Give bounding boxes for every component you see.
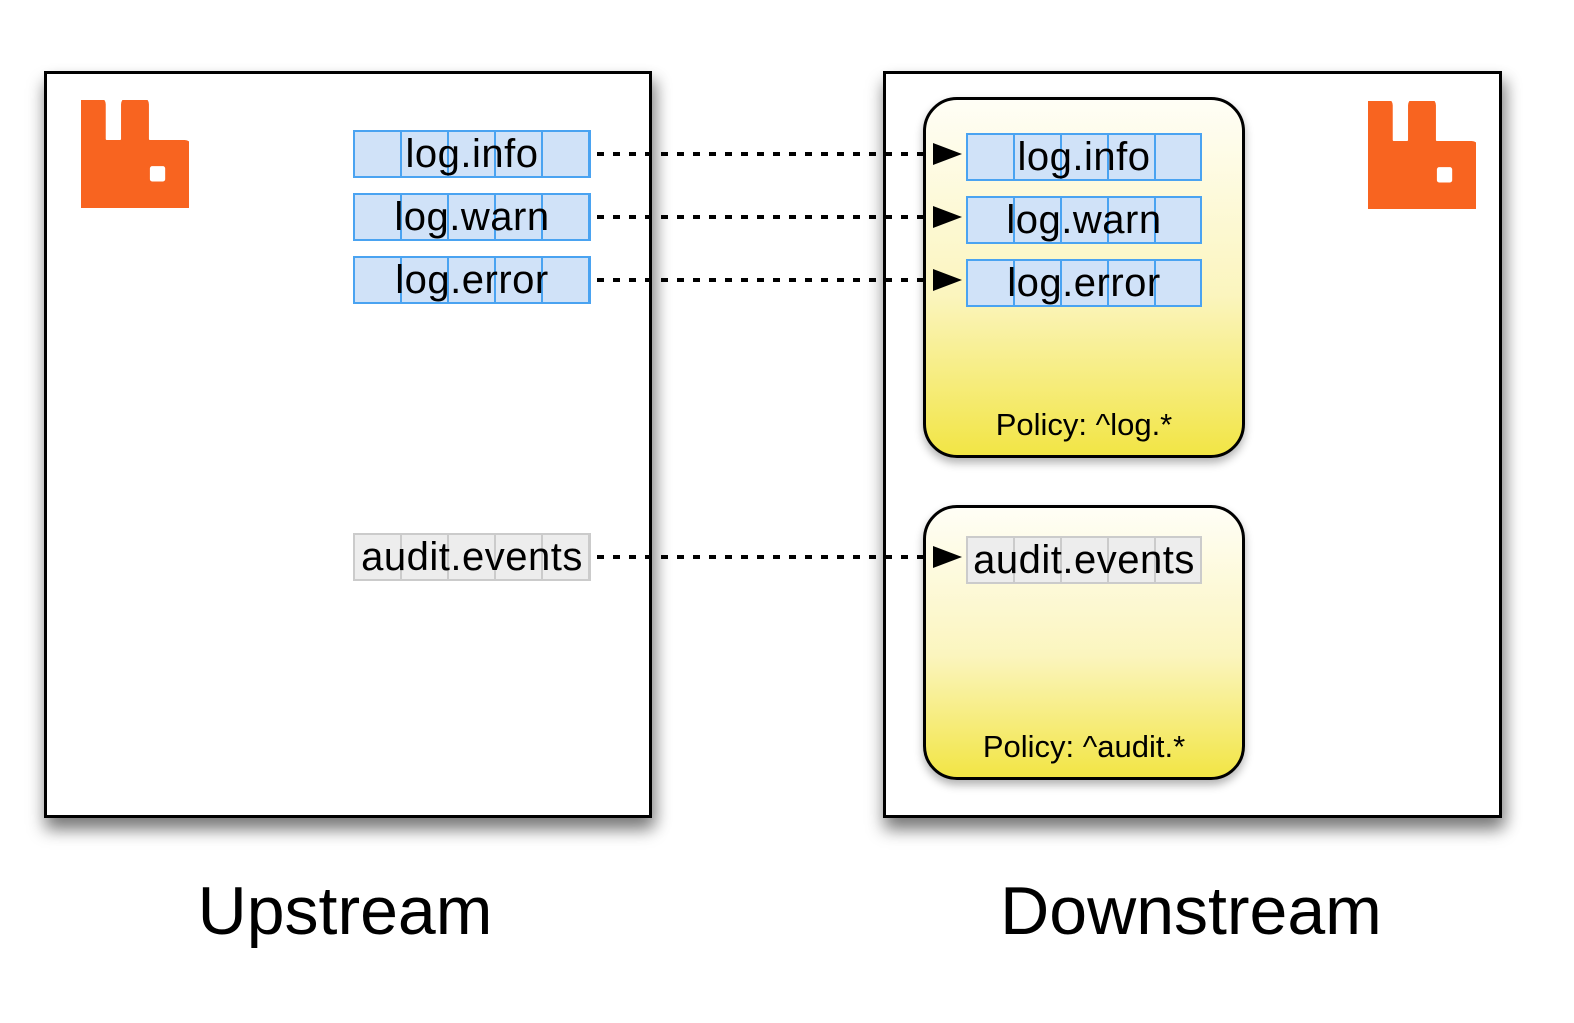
rabbitmq-logo-path (81, 100, 189, 208)
arrowhead-icon (933, 269, 962, 291)
queue-upstream-log-info: log.info (353, 130, 591, 178)
policy-box-log: log.info log.warn log.error Policy: ^log… (923, 97, 1245, 458)
federation-arrow-log-error (597, 269, 962, 291)
arrowhead-icon (933, 143, 962, 165)
queue-downstream-log-info: log.info (966, 133, 1202, 181)
queue-label: log.warn (394, 195, 550, 239)
queue-label: audit.events (973, 538, 1195, 582)
queue-upstream-log-warn: log.warn (353, 193, 591, 241)
policy-label-log: Policy: ^log.* (995, 406, 1173, 442)
queue-upstream-audit-events: audit.events (353, 533, 591, 581)
queue-downstream-audit-events: audit.events (966, 536, 1202, 584)
queue-label: log.warn (1006, 198, 1162, 242)
queue-upstream-log-error: log.error (353, 256, 591, 304)
downstream-broker-box: log.info log.warn log.error Policy: ^log… (883, 71, 1502, 818)
rabbitmq-logo-icon (1368, 101, 1476, 209)
federation-arrow-audit-events (597, 546, 962, 568)
queue-downstream-log-warn: log.warn (966, 196, 1202, 244)
rabbitmq-logo-icon (81, 100, 189, 208)
policy-label-audit: Policy: ^audit.* (982, 728, 1186, 764)
queue-label: log.error (395, 258, 549, 302)
arrowhead-icon (933, 206, 962, 228)
rabbitmq-logo-path (1368, 101, 1476, 209)
queue-label: audit.events (361, 535, 583, 579)
queue-label: log.info (405, 132, 539, 176)
downstream-label: Downstream (1000, 873, 1382, 949)
queue-label: log.info (1017, 135, 1151, 179)
federation-arrow-log-warn (597, 206, 962, 228)
queue-downstream-log-error: log.error (966, 259, 1202, 307)
queue-label: log.error (1007, 261, 1161, 305)
upstream-broker-box: log.info log.warn log.error audit.events (44, 71, 652, 818)
arrowhead-icon (933, 546, 962, 568)
policy-box-audit: audit.events Policy: ^audit.* (923, 505, 1245, 780)
upstream-label: Upstream (197, 873, 493, 949)
federation-arrow-log-info (597, 143, 962, 165)
